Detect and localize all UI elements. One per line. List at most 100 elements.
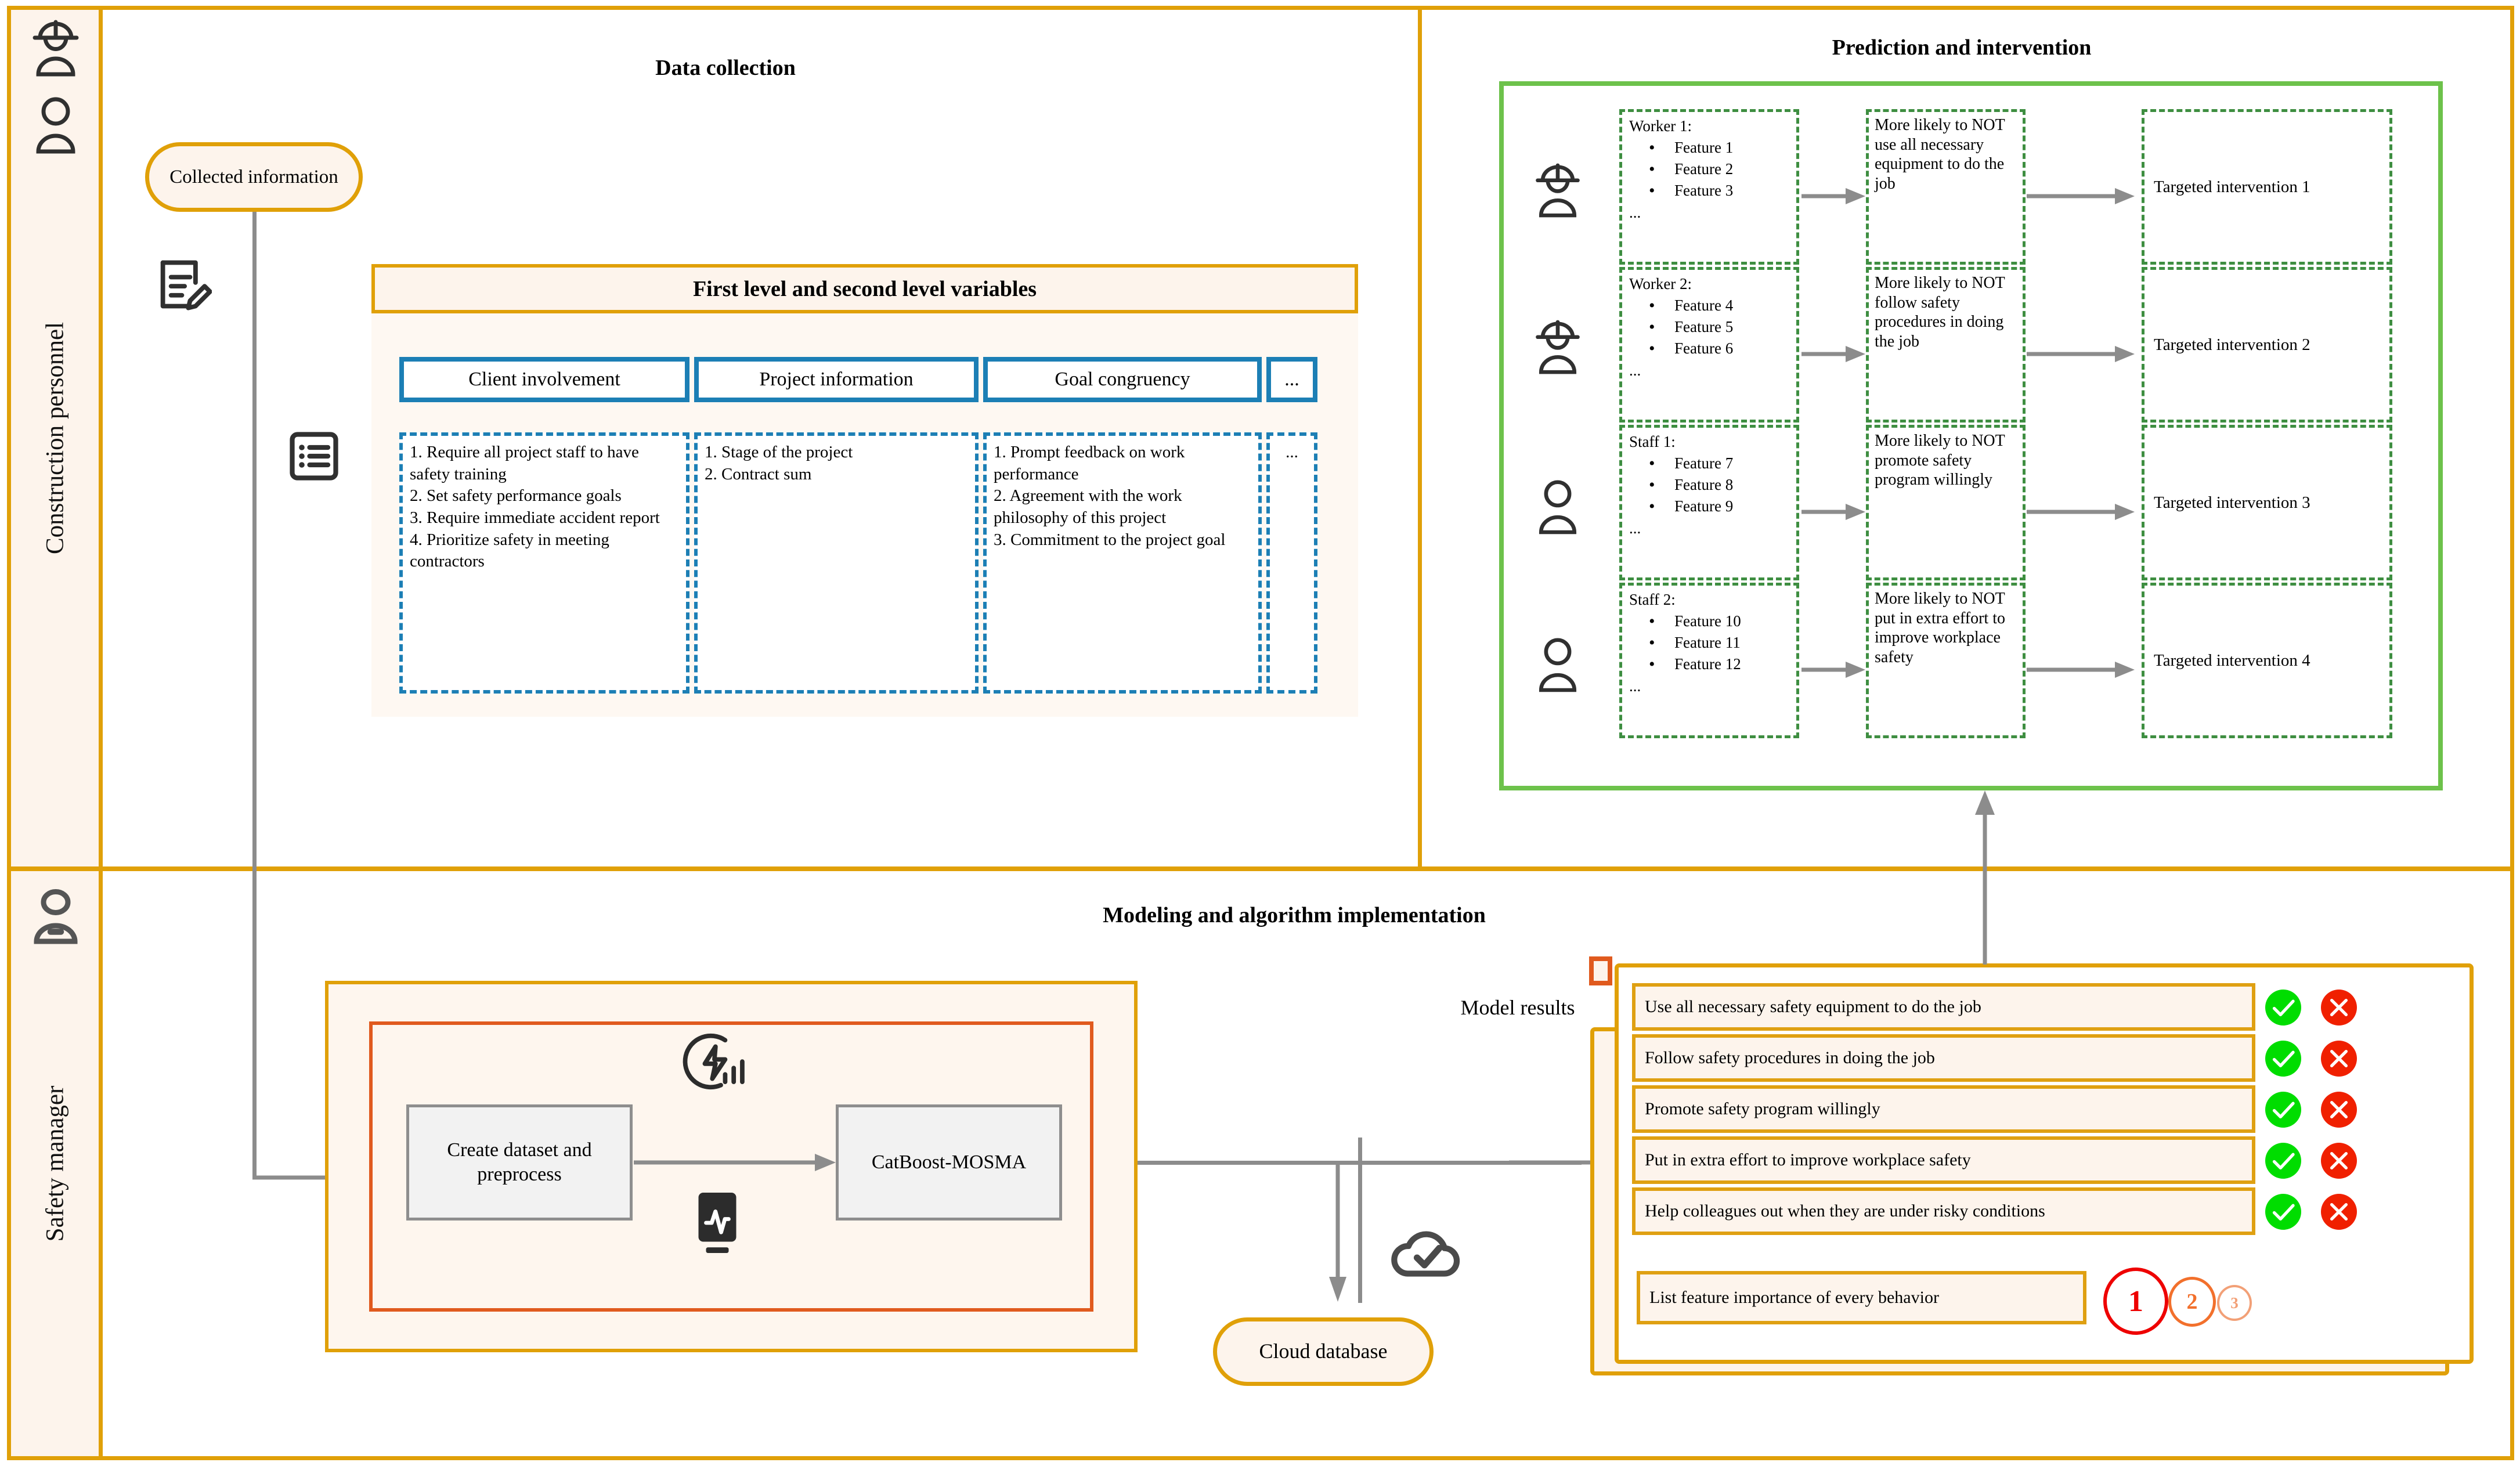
person-icon: [28, 92, 84, 156]
variable-header-project-information[interactable]: Project information: [694, 357, 979, 402]
person-tie-icon: [28, 887, 84, 947]
connector-cloud-up: [1358, 1138, 1362, 1303]
catboost-mosma-box[interactable]: CatBoost-MOSMA: [836, 1104, 1062, 1221]
feature-box-worker-2: Worker 2: Feature 4 Feature 5 Feature 6 …: [1619, 267, 1799, 423]
prediction-box-1: More likely to NOT use all necessary equ…: [1866, 109, 2026, 265]
prediction-box-2: More likely to NOT follow safety procedu…: [1866, 267, 2026, 423]
intervention-text: Targeted intervention 4: [2154, 651, 2310, 670]
cross-icon-4[interactable]: [2321, 1143, 2357, 1179]
prediction-box-3: More likely to NOT promote safety progra…: [1866, 425, 2026, 580]
rank-badge-1[interactable]: 1: [2103, 1268, 2168, 1335]
feature-ellipsis: ...: [1629, 361, 1641, 379]
cross-icon-1[interactable]: [2321, 990, 2357, 1026]
feature-box-staff-2: Staff 2: Feature 10 Feature 11 Feature 1…: [1619, 583, 1799, 738]
variable-item: 2. Agreement with the work philosophy of…: [994, 486, 1182, 528]
subject-label: Worker 2:: [1629, 275, 1692, 293]
feature-ellipsis: ...: [1629, 203, 1641, 221]
subject-label: Staff 1:: [1629, 433, 1676, 450]
feature-item: Feature 3: [1629, 179, 1789, 203]
intervention-text: Targeted intervention 1: [2154, 177, 2310, 196]
variable-header-text: Client involvement: [468, 369, 620, 390]
model-result-row-2[interactable]: Follow safety procedures in doing the jo…: [1632, 1034, 2255, 1082]
create-dataset-text: Create dataset and preprocess: [447, 1139, 592, 1186]
rank-badge-3[interactable]: 3: [2217, 1285, 2252, 1321]
arrow-features-to-prediction-1: [1801, 188, 1865, 204]
arrow-prediction-to-intervention-3: [2027, 504, 2135, 520]
check-icon-4[interactable]: [2265, 1143, 2301, 1179]
arrow-prediction-to-intervention-2: [2027, 346, 2135, 362]
check-icon-3[interactable]: [2265, 1092, 2301, 1128]
variable-header-client-involvement[interactable]: Client involvement: [399, 357, 689, 402]
feature-importance-text: List feature importance of every behavio…: [1649, 1288, 1939, 1307]
model-results-label: Model results: [1460, 996, 1575, 1019]
feature-item: Feature 7: [1629, 452, 1789, 476]
arrow-model-results-to-prediction: [1975, 790, 1995, 965]
cloud-database-text: Cloud database: [1259, 1339, 1388, 1363]
variable-body-more: ...: [1266, 432, 1317, 694]
model-result-row-3[interactable]: Promote safety program willingly: [1632, 1085, 2255, 1133]
rank-label: 2: [2186, 1290, 2198, 1314]
intervention-box-3: Targeted intervention 3: [2142, 425, 2392, 580]
feature-item: Feature 6: [1629, 337, 1789, 361]
feature-ellipsis: ...: [1629, 677, 1641, 695]
arrow-features-to-prediction-3: [1801, 504, 1865, 520]
intervention-box-1: Targeted intervention 1: [2142, 109, 2392, 265]
monitor-pulse-icon: [687, 1189, 748, 1257]
cross-icon-2[interactable]: [2321, 1041, 2357, 1077]
section-title-prediction: Prediction and intervention: [1832, 35, 2092, 60]
arrow-prediction-to-intervention-1: [2027, 188, 2135, 204]
connector-collected-vertical: [252, 212, 257, 1178]
feature-importance-row[interactable]: List feature importance of every behavio…: [1637, 1271, 2086, 1324]
variable-body-goal-congruency: 1. Prompt feedback on work performance 2…: [983, 432, 1262, 694]
hardhat-worker-icon: [1531, 316, 1584, 378]
create-dataset-box[interactable]: Create dataset and preprocess: [406, 1104, 633, 1221]
variable-item: 3. Require immediate accident report: [410, 508, 660, 528]
variable-header-more[interactable]: ...: [1266, 357, 1317, 402]
feature-item: Feature 2: [1629, 157, 1789, 182]
document-edit-icon: [154, 255, 212, 313]
variable-item: 4. Prioritize safety in meeting contract…: [410, 530, 609, 571]
feature-item: Feature 1: [1629, 136, 1789, 160]
variables-banner-text: First level and second level variables: [692, 276, 1037, 301]
catboost-mosma-text: CatBoost-MOSMA: [871, 1151, 1027, 1173]
cloud-database-pill[interactable]: Cloud database: [1213, 1317, 1434, 1386]
variable-item: 1. Prompt feedback on work performance: [994, 443, 1185, 483]
prediction-box-4: More likely to NOT put in extra effort t…: [1866, 583, 2026, 738]
collected-information-pill[interactable]: Collected information: [145, 142, 363, 212]
intervention-text: Targeted intervention 3: [2154, 493, 2310, 512]
variable-header-goal-congruency[interactable]: Goal congruency: [983, 357, 1262, 402]
collected-information-text: Collected information: [169, 166, 338, 187]
model-result-row-4[interactable]: Put in extra effort to improve workplace…: [1632, 1136, 2255, 1184]
intervention-text: Targeted intervention 2: [2154, 335, 2310, 354]
subject-label: Worker 1:: [1629, 117, 1692, 135]
variable-item: 3. Commitment to the project goal: [994, 530, 1226, 549]
model-result-row-5[interactable]: Help colleagues out when they are under …: [1632, 1187, 2255, 1235]
hardhat-worker-icon: [28, 16, 84, 80]
arrow-prediction-to-intervention-4: [2027, 662, 2135, 678]
check-icon-1[interactable]: [2265, 990, 2301, 1026]
model-result-row-1[interactable]: Use all necessary safety equipment to do…: [1632, 983, 2255, 1031]
check-icon-2[interactable]: [2265, 1041, 2301, 1077]
rank-label: 1: [2128, 1284, 2143, 1318]
arrow-dataset-to-model: [634, 1154, 836, 1171]
arrow-down-to-cloud-database: [1329, 1161, 1346, 1302]
cross-icon-5[interactable]: [2321, 1194, 2357, 1230]
model-results-card-back: [1589, 956, 1612, 985]
modeling-inner-frame: [369, 1021, 1093, 1312]
arrow-features-to-prediction-4: [1801, 662, 1865, 678]
rank-badge-2[interactable]: 2: [2168, 1277, 2216, 1327]
check-icon-5[interactable]: [2265, 1194, 2301, 1230]
cross-icon-3[interactable]: [2321, 1092, 2357, 1128]
person-icon: [1531, 633, 1584, 694]
intervention-box-4: Targeted intervention 4: [2142, 583, 2392, 738]
variable-item: 2. Set safety performance goals: [410, 486, 622, 505]
variable-item: ...: [1286, 443, 1298, 461]
variable-body-client-involvement: 1. Require all project staff to have saf…: [399, 432, 689, 694]
feature-item: Feature 11: [1629, 631, 1789, 655]
model-result-text: Use all necessary safety equipment to do…: [1645, 997, 1981, 1016]
model-result-text: Promote safety program willingly: [1645, 1099, 1880, 1118]
arrow-features-to-prediction-2: [1801, 346, 1865, 362]
variable-header-text: Goal congruency: [1055, 369, 1190, 390]
variable-body-project-information: 1. Stage of the project 2. Contract sum: [694, 432, 979, 694]
